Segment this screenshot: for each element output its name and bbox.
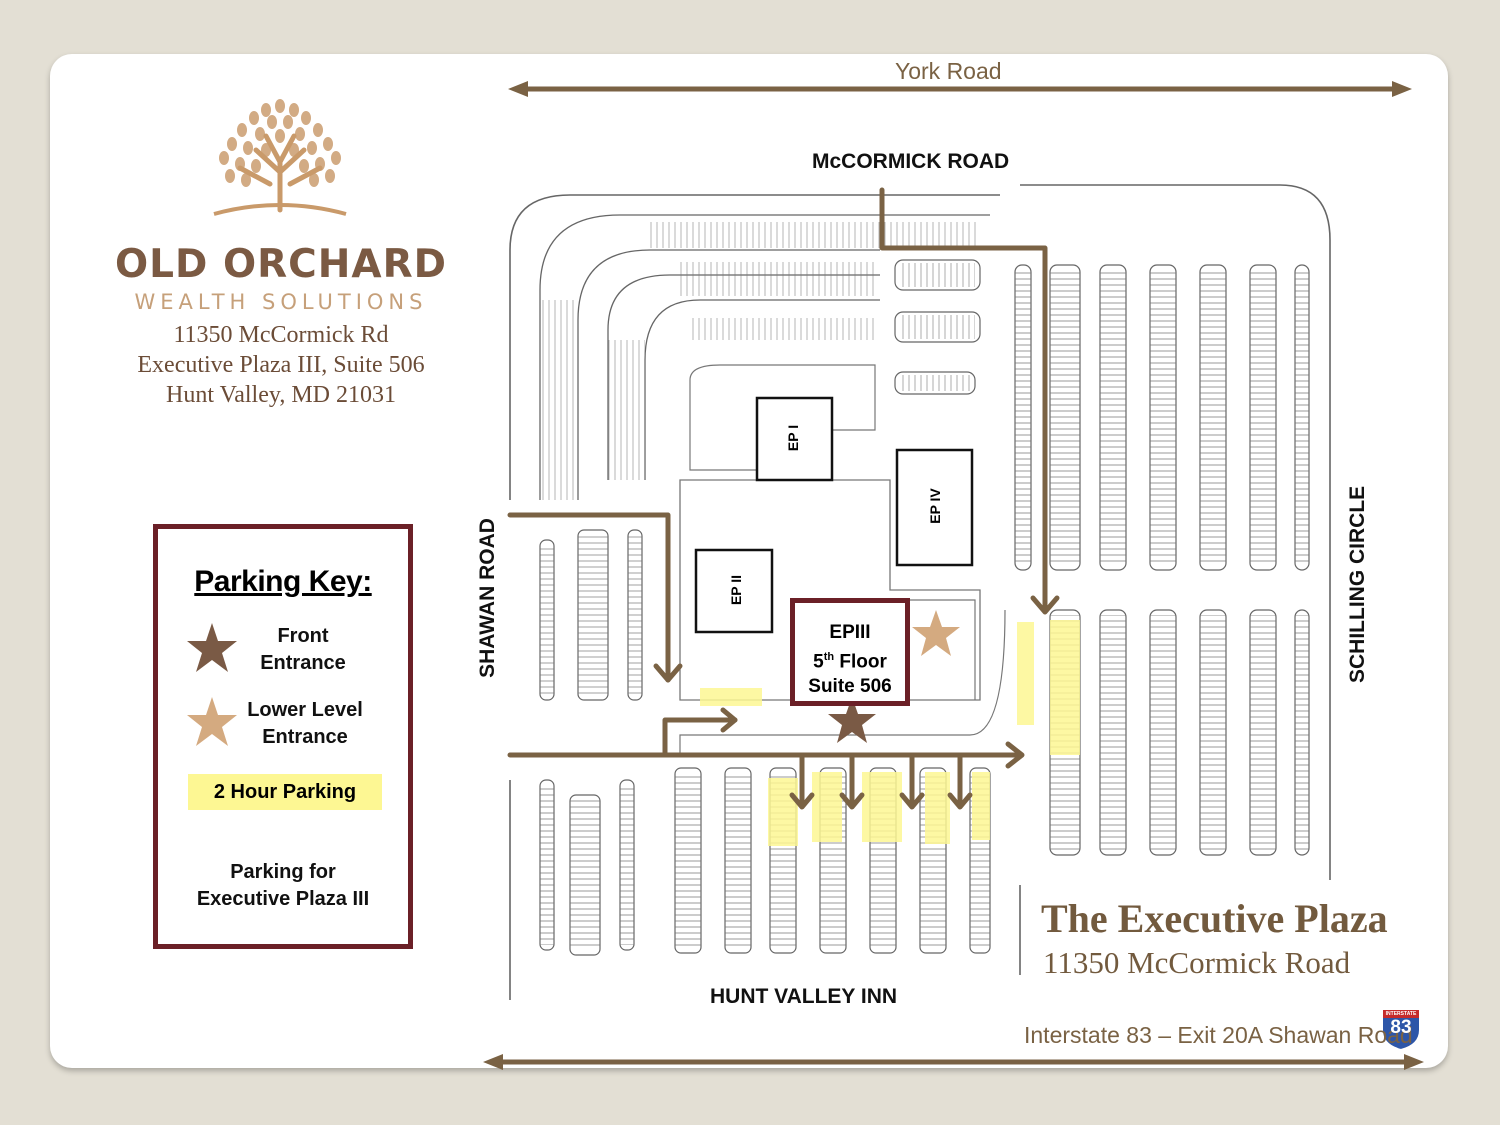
address-line-2: Executive Plaza III, Suite 506 bbox=[137, 352, 425, 378]
address-line-1: 11350 McCormick Rd bbox=[173, 322, 389, 348]
shield-top-label: INTERSTATE bbox=[1385, 1011, 1417, 1017]
hunt-valley-inn-label: HUNT VALLEY INN bbox=[710, 985, 898, 1008]
building-ep4-label: EP IV bbox=[926, 488, 943, 524]
building-ep1-label: EP I bbox=[785, 424, 802, 452]
two-hour-parking-zones bbox=[700, 620, 1080, 846]
brand-name: OLD ORCHARD bbox=[115, 242, 447, 287]
front-entrance-star-icon bbox=[828, 697, 876, 743]
schilling-circle-label: SCHILLING CIRCLE bbox=[1346, 485, 1369, 683]
brand-tagline: WEALTH SOLUTIONS bbox=[134, 290, 428, 314]
lower-level-star-icon bbox=[912, 610, 960, 656]
building-ep2-label: EP II bbox=[728, 574, 745, 606]
tree-logo-icon bbox=[213, 99, 347, 216]
york-road-label: York Road bbox=[895, 58, 1002, 84]
interstate-83-shield-icon bbox=[1381, 1009, 1421, 1052]
shield-number: 83 bbox=[1390, 1017, 1412, 1038]
interstate-directions: Interstate 83 – Exit 20A Shawan Road bbox=[1024, 1022, 1413, 1048]
lower-level-star-icon bbox=[187, 697, 237, 746]
mccormick-road-label: McCORMICK ROAD bbox=[812, 150, 1010, 173]
plaza-title: The Executive Plaza bbox=[1041, 896, 1388, 941]
shawan-road-label: SHAWAN ROAD bbox=[476, 518, 499, 678]
parking-key-title: Parking Key: bbox=[194, 565, 372, 598]
plaza-address: 11350 McCormick Road bbox=[1043, 945, 1351, 980]
two-hour-parking-swatch: 2 Hour Parking bbox=[188, 774, 382, 810]
address-line-3: Hunt Valley, MD 21031 bbox=[166, 382, 396, 408]
front-entrance-star-icon bbox=[187, 623, 237, 672]
building-epiii-callout: EPIII 5th Floor Suite 506 bbox=[790, 598, 910, 706]
